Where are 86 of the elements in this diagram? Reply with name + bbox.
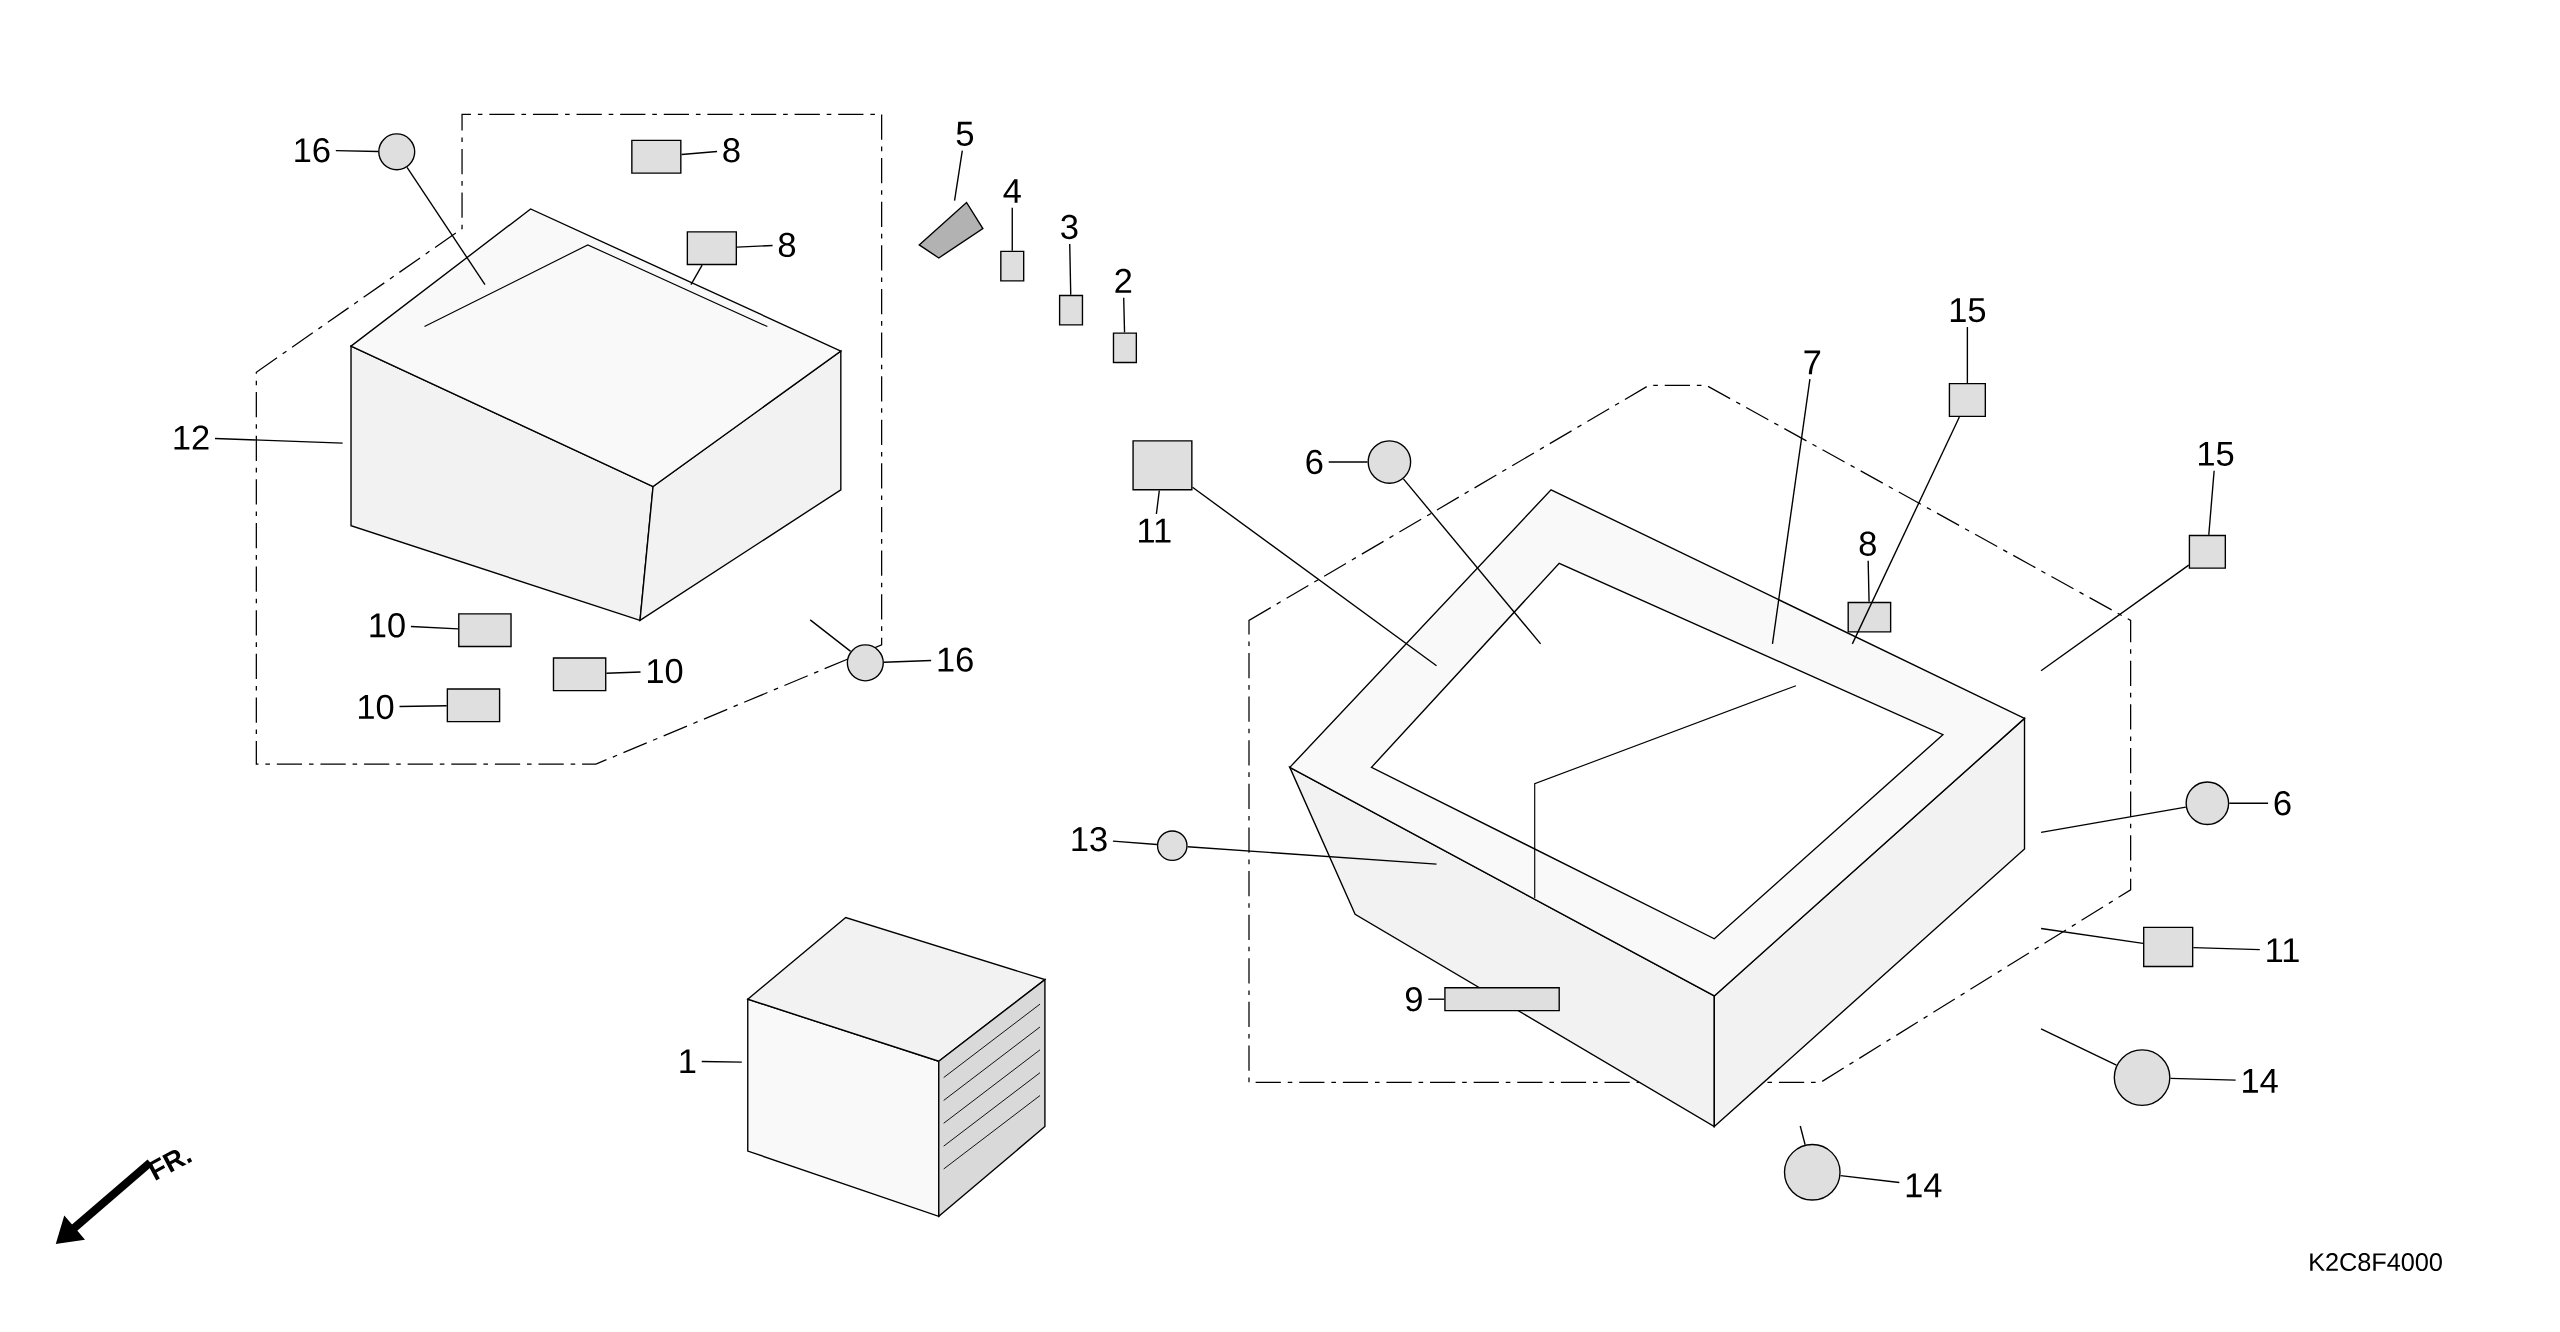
fuse-drawing (1112, 332, 1138, 364)
callout-number: 1 (680, 1049, 696, 1073)
callout-number: 12 (174, 425, 209, 450)
leader-line (2169, 1077, 2237, 1081)
leader-line (410, 625, 459, 630)
leader-line (214, 437, 344, 444)
mounting-line (406, 166, 486, 286)
callout-number: 11 (1139, 518, 1171, 543)
callout-number: 13 (1072, 826, 1107, 852)
leader-line (2192, 946, 2261, 951)
band-drawing (2113, 1049, 2171, 1106)
nut-drawing (1132, 440, 1193, 491)
leader-line (1839, 1174, 1900, 1184)
pad-drawing (458, 613, 512, 648)
leader-line (398, 704, 448, 708)
callout-number: 15 (2199, 441, 2234, 466)
clip-drawing (1948, 382, 1986, 417)
callout-number: 7 (1804, 350, 1821, 375)
leader-line (335, 149, 379, 153)
callout-number: 5 (956, 121, 974, 146)
mounting-line (1191, 486, 1438, 667)
callout-number: 8 (1859, 531, 1876, 556)
leader-line (1427, 998, 1445, 1000)
grommet-drawing (2185, 781, 2230, 826)
callout-number: 10 (370, 613, 405, 638)
callout-number: 8 (723, 137, 740, 163)
leader-line (1011, 206, 1013, 252)
mounting-line (809, 619, 852, 652)
callout-number: 6 (1306, 449, 1323, 475)
strip-drawing (1444, 986, 1560, 1012)
fuse-drawing (1058, 294, 1084, 326)
mounting-line (2040, 1028, 2118, 1066)
callout-number: 6 (2274, 790, 2291, 816)
mounting-line (1851, 416, 1961, 645)
leader-line (736, 244, 774, 248)
leader-line (1123, 296, 1126, 333)
callout-number: 10 (648, 658, 683, 684)
pad-drawing (446, 688, 501, 723)
leader-line (701, 1060, 743, 1063)
mounting-line (1186, 845, 1438, 865)
leader-line (2208, 469, 2215, 536)
leader-line (1112, 840, 1158, 846)
nut-drawing (2143, 926, 2194, 968)
callout-number: 9 (1405, 986, 1422, 1012)
callout-number: 16 (295, 137, 330, 163)
grommet-drawing (1367, 440, 1412, 484)
callout-number: 14 (1906, 1173, 1942, 1198)
callout-number: 14 (2243, 1068, 2278, 1093)
callout-number: 11 (2267, 938, 2299, 962)
mounting-line (690, 264, 703, 286)
rivet-drawing (1156, 830, 1188, 861)
mounting-line (2040, 806, 2187, 833)
band-drawing (1783, 1143, 1841, 1201)
fuse-drawing (1000, 250, 1025, 282)
leader-line (1966, 326, 1969, 384)
mounting-line (1402, 478, 1542, 645)
callout-number: 4 (1003, 179, 1021, 203)
cap-drawing (918, 201, 984, 259)
leader-line (883, 659, 932, 663)
drawing-number: K2C8F4000 (2310, 1253, 2442, 1271)
direction-label: FR. (147, 1149, 193, 1181)
pad-drawing (631, 139, 682, 174)
clip-drawing (2188, 534, 2227, 569)
leader-line (1328, 461, 1369, 463)
leader-line (680, 150, 718, 156)
pad-drawing (1847, 601, 1892, 633)
leader-line (1069, 243, 1072, 296)
pad-drawing (552, 657, 607, 692)
screw-drawing (378, 133, 416, 171)
callout-number: 2 (1115, 268, 1132, 293)
callout-number: 10 (359, 694, 394, 719)
callout-number: 15 (1950, 298, 1986, 323)
callout-number: 8 (778, 232, 796, 257)
leader-line (953, 149, 963, 202)
mounting-line (1799, 1125, 1806, 1146)
leader-line (1155, 489, 1160, 515)
screw-drawing (846, 644, 884, 682)
mounting-line (2040, 564, 2190, 672)
leader-line (2228, 802, 2269, 804)
leader-line (605, 671, 642, 674)
leader-line (1867, 559, 1870, 603)
mounting-line (2040, 927, 2144, 944)
pad-drawing (686, 231, 738, 266)
callout-number: 3 (1061, 214, 1078, 239)
leader-line (1771, 378, 1811, 645)
callout-number: 16 (938, 647, 973, 672)
